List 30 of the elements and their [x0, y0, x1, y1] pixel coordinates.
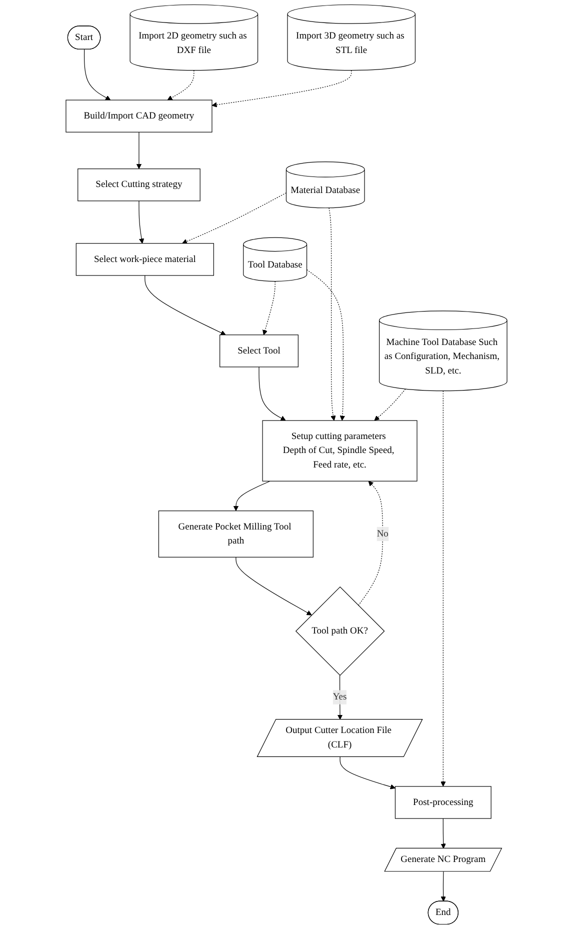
node-box	[66, 100, 212, 132]
arrow	[337, 675, 343, 720]
arrow	[233, 480, 270, 512]
arrow	[262, 280, 276, 336]
node-box	[76, 243, 214, 276]
edge-label: No	[376, 528, 388, 539]
node-box	[220, 334, 298, 368]
node-box	[78, 168, 200, 202]
arrow	[440, 871, 446, 902]
edge-label: Yes	[332, 692, 347, 702]
arrow	[212, 70, 352, 108]
arrow	[144, 275, 226, 336]
arrow	[440, 390, 446, 787]
arrow	[358, 480, 383, 606]
node-box	[262, 420, 418, 482]
node-diamond	[295, 586, 385, 676]
arrow	[84, 49, 111, 100]
arrow	[138, 200, 144, 244]
arrow	[236, 556, 312, 616]
arrow	[167, 70, 194, 100]
arrow	[374, 388, 406, 421]
arrow	[182, 192, 287, 244]
arrow	[306, 269, 346, 421]
arrow	[258, 366, 286, 421]
arrow	[328, 208, 336, 421]
node-box	[158, 510, 314, 558]
node-box	[394, 786, 492, 819]
arrow	[136, 132, 142, 170]
arrow	[440, 818, 446, 849]
arrow	[340, 756, 396, 790]
